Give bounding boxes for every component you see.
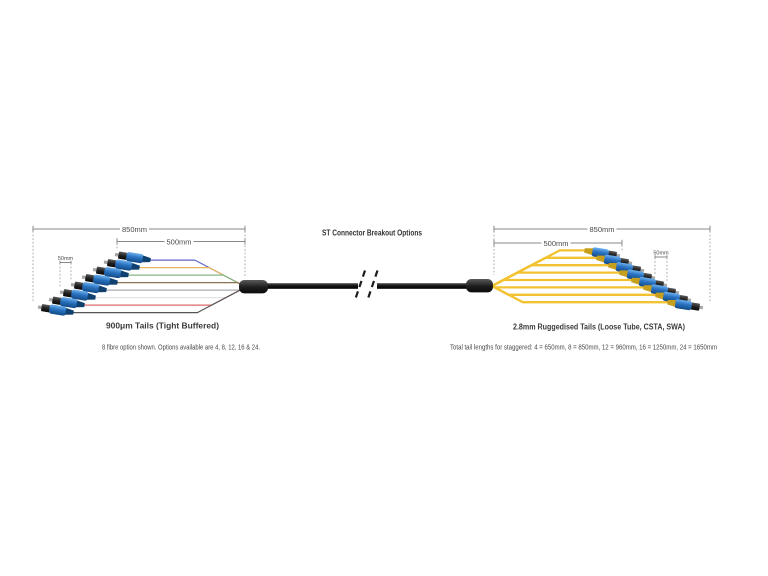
fibre-slate [105, 286, 247, 291]
left-dim-500-label: 500mm [166, 237, 191, 246]
right-dim-850-label: 850mm [589, 225, 614, 234]
right-tails [490, 249, 669, 304]
left-connectors [37, 249, 152, 318]
right-caption: 2.8mm Ruggedised Tails (Loose Tube, CSTA… [513, 323, 685, 332]
right-dim-500-label: 500mm [543, 239, 568, 248]
left-caption: 900μm Tails (Tight Buffered) [106, 322, 219, 331]
fibre-orange [138, 267, 247, 288]
tail-yellow-6 [490, 284, 645, 289]
left-note: 8 fibre option shown. Options available … [102, 345, 260, 352]
cable-break-icon [353, 270, 379, 302]
labels: 850mm 500mm 50mm 850mm 500mm 50mm ST Con… [58, 225, 717, 352]
fibre-black [72, 286, 247, 314]
right-dim-50-label: 50mm [653, 251, 669, 257]
cable [239, 270, 493, 302]
fibre-green [127, 274, 247, 288]
tail-yellow-8 [490, 284, 669, 304]
left-dim-50-label: 50mm [58, 256, 74, 262]
right-note: Total tail lengths for staggered: 4 = 65… [450, 345, 717, 352]
fibre-brown [116, 282, 247, 288]
diagram-title: ST Connector Breakout Options [322, 229, 422, 238]
right-breakout-boot [466, 279, 493, 293]
tail-yellow-5 [490, 278, 633, 288]
cable-left-segment [266, 283, 358, 289]
cable-right-segment [377, 283, 467, 289]
left-breakout-boot [239, 280, 268, 294]
right-dimensions [493, 224, 711, 303]
left-dimensions [32, 224, 246, 301]
left-dim-850-label: 850mm [122, 225, 147, 234]
fibre-white [94, 286, 247, 299]
